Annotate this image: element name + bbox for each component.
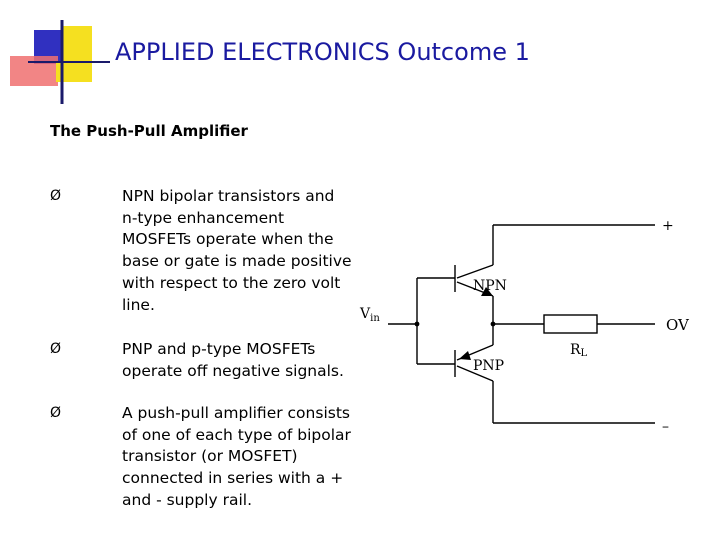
bullet-arrow-icon: Ø [50,341,62,357]
load-resistor-label: RL [570,342,588,359]
vin-subscript: in [370,313,380,324]
positive-rail-label: + [662,218,674,234]
rl-main: R [570,342,581,358]
rl-subscript: L [581,348,588,359]
npn-emitter-arrow [481,287,493,296]
slide-subtitle: The Push-Pull Amplifier [50,122,248,140]
slide-logo [10,20,110,104]
vin-main: V [359,306,371,322]
bullet-text: PNP and p-type MOSFETs operate off negat… [122,340,344,380]
pnp-emitter-arrow [459,351,471,360]
bullet-text: A push-pull amplifier consists of one of… [122,404,351,509]
zero-volt-label: OV [666,316,690,334]
logo-red-square [10,56,58,86]
npn-label: NPN [473,278,507,294]
push-pull-circuit-diagram: + – NPN PNP OV Vin RL [359,218,690,435]
output-junction-dot [490,321,496,327]
npn-collector [456,264,494,279]
slide-title: APPLIED ELECTRONICS Outcome 1 [115,38,530,66]
bullet-text: NPN bipolar transistors and n-type enhan… [122,187,352,314]
pnp-collector [456,365,494,382]
vin-label: Vin [359,306,380,324]
logo-yellow-square-small [56,62,80,82]
pnp-label: PNP [473,358,504,374]
load-resistor [543,314,598,334]
bullet-arrow-icon: Ø [50,188,62,204]
input-junction-dot [414,321,420,327]
negative-rail-label: – [662,419,669,435]
bullet-arrow-icon: Ø [50,405,62,421]
